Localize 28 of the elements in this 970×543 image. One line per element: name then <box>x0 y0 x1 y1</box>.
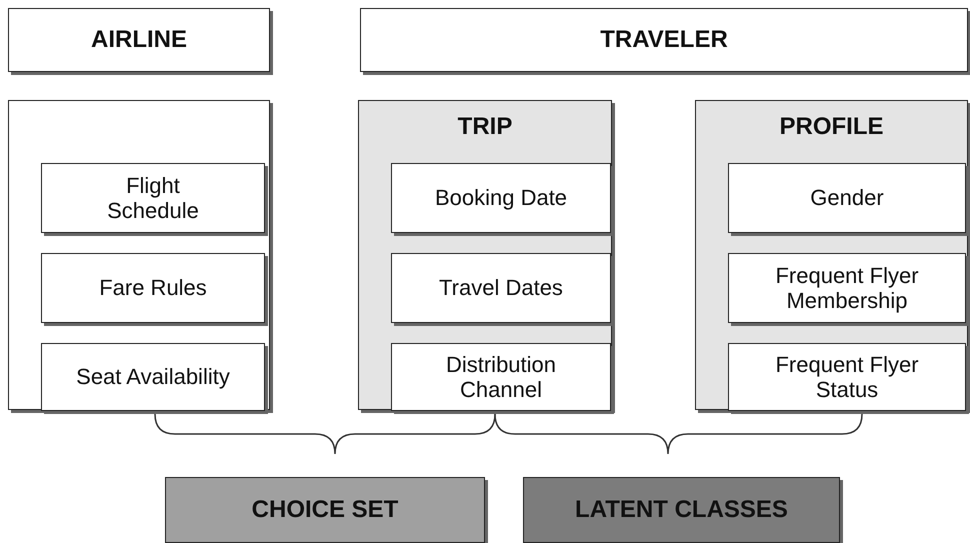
box-label: LATENT CLASSES <box>574 496 789 524</box>
header-box <box>360 8 968 72</box>
item-box <box>391 163 611 233</box>
box-label: Booking Date <box>434 185 568 211</box>
item-box <box>728 343 966 411</box>
box-label: TRAVELER <box>599 26 729 54</box>
box-label: Flight Schedule <box>106 172 200 224</box>
header-box <box>8 8 270 72</box>
box-label: Frequent Flyer Membership <box>774 262 920 314</box>
result-box <box>523 477 840 543</box>
box-label: AIRLINE <box>90 26 188 54</box>
item-box <box>391 343 611 411</box>
item-box <box>391 253 611 323</box>
box-label: CHOICE SET <box>250 496 400 524</box>
box-label: Travel Dates <box>438 275 564 301</box>
panel-heading: TRIP <box>456 113 514 141</box>
box-label: Seat Availability <box>75 364 231 390</box>
result-box <box>165 477 485 543</box>
item-box <box>41 343 265 411</box>
item-box <box>728 163 966 233</box>
item-box <box>41 163 265 233</box>
box-label: Gender <box>809 185 885 211</box>
box-label: Fare Rules <box>98 275 208 301</box>
box-label: Distribution Channel <box>444 352 558 402</box>
panel-heading: PROFILE <box>778 113 884 141</box>
box-label: Frequent Flyer Status <box>774 352 920 402</box>
item-box <box>41 253 265 323</box>
item-box <box>728 253 966 323</box>
